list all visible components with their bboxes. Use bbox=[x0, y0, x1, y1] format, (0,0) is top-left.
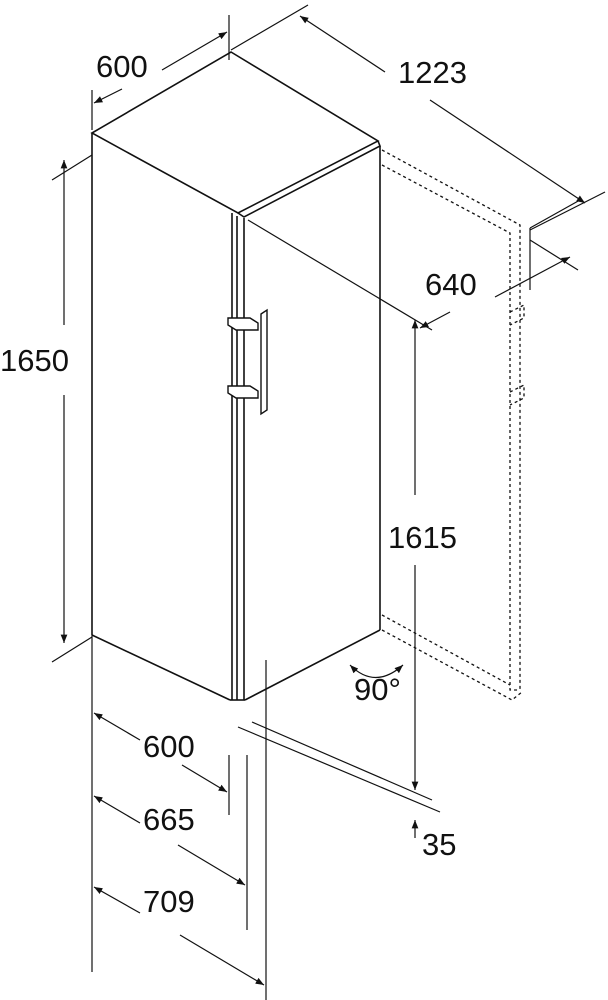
label-floor-clearance: 35 bbox=[422, 827, 456, 862]
label-depth-with-handle: 709 bbox=[143, 884, 195, 919]
open-door-outline bbox=[381, 149, 525, 701]
wall-outline bbox=[529, 199, 581, 290]
label-door-angle: 90° bbox=[354, 672, 401, 707]
label-body-depth: 600 bbox=[143, 729, 195, 764]
label-depth-door-open: 1223 bbox=[398, 55, 467, 90]
label-top-width: 600 bbox=[96, 49, 148, 84]
label-height-door: 1615 bbox=[388, 520, 457, 555]
label-depth-with-door: 665 bbox=[143, 802, 195, 837]
door-handle bbox=[227, 308, 268, 416]
label-height: 1650 bbox=[0, 343, 69, 378]
dimension-labels: 600 1223 640 1650 1615 90° 35 600 665 70… bbox=[0, 49, 477, 919]
dimension-lines bbox=[51, 4, 606, 1000]
label-door-swing: 640 bbox=[425, 267, 477, 302]
fridge-body bbox=[90, 51, 382, 701]
